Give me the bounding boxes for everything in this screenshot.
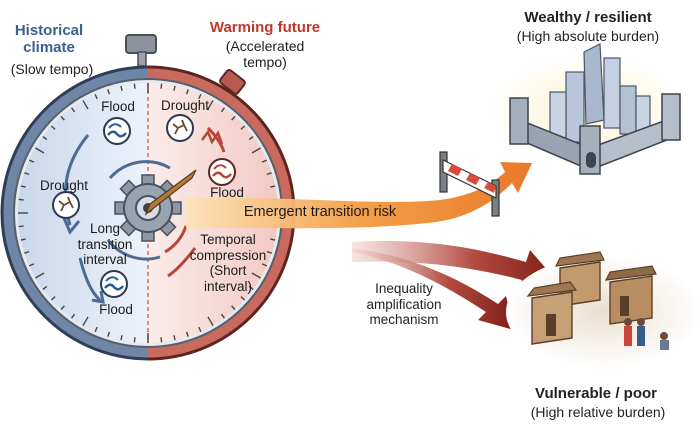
dial-tick: [160, 83, 163, 89]
dial-tick: [71, 107, 76, 113]
mud-houses-icon: [526, 251, 669, 350]
dial-drought-top-right: Drought: [160, 98, 210, 113]
future-title: Warming future: [209, 19, 321, 36]
dial-tick: [220, 107, 225, 113]
dial-flood-bottom-left: Flood: [99, 302, 133, 317]
dial-tick: [160, 337, 163, 343]
dial-tick: [35, 272, 45, 279]
dial-tick: [261, 159, 268, 163]
mechanism-line2: amplification: [366, 296, 442, 312]
dial-tick: [133, 337, 136, 343]
dial-tick: [198, 326, 202, 333]
dial-tick: [240, 296, 246, 301]
future-subtitle: (Accelerated tempo): [215, 38, 315, 70]
dial-tick: [42, 285, 48, 290]
dial-tick: [18, 225, 24, 228]
dial-tick: [50, 296, 56, 301]
inequality-arrow: [352, 240, 556, 330]
cracked-earth-icon: [166, 114, 194, 142]
dial-tick: [173, 85, 176, 91]
dial-tick: [35, 147, 45, 154]
dial-tick: [120, 85, 123, 91]
barrier-icon: [439, 151, 500, 217]
dial-tick: [251, 147, 261, 154]
dial-tick: [185, 89, 189, 95]
long-interval-line3: interval: [83, 252, 127, 268]
dial-tick: [231, 305, 236, 311]
inequality-mechanism-label: Inequality amplification mechanism: [354, 281, 454, 328]
dial-tick: [185, 331, 189, 337]
dial-tick: [50, 125, 56, 130]
historical-title-line1: Historical: [14, 22, 84, 39]
dial-tick: [173, 335, 176, 341]
dial-tick: [82, 316, 89, 326]
mechanism-line3: mechanism: [369, 312, 439, 328]
dial-tick: [20, 238, 26, 241]
transition-risk-arrow: [186, 162, 532, 229]
dial-tick: [231, 115, 236, 121]
dial-tick: [251, 272, 261, 279]
dial-drought-left: Drought: [39, 178, 89, 193]
dial-tick: [248, 136, 254, 141]
dial-tick: [270, 238, 276, 241]
dial-tick: [42, 136, 48, 141]
historical-subtitle: (Slow tempo): [10, 61, 94, 77]
future-subtitle-line1: (Accelerated: [225, 38, 305, 54]
dial-tick: [198, 93, 202, 100]
compression-line3: (Short: [209, 263, 247, 279]
dial-tick: [248, 285, 254, 290]
dial-tick: [60, 115, 65, 121]
cracked-earth-icon: [52, 191, 80, 219]
dial-tick: [82, 100, 89, 110]
dial-tick: [28, 263, 35, 267]
dial-tick: [71, 313, 76, 319]
temporal-compression-label: Temporal compression (Short interval): [186, 232, 270, 294]
dial-tick: [120, 335, 123, 341]
dial-tick: [207, 100, 214, 110]
fortified-city-icon: [509, 43, 681, 175]
long-transition-interval-label: Long transition interval: [70, 221, 140, 268]
long-interval-line2: transition: [77, 236, 133, 252]
wave-icon: [208, 158, 236, 186]
dial-tick: [107, 89, 111, 95]
emergent-transition-risk-label: Emergent transition risk: [243, 204, 397, 220]
dial-tick: [60, 305, 65, 311]
dial-tick: [207, 316, 214, 326]
long-interval-line1: Long: [89, 221, 121, 236]
dial-tick: [261, 263, 268, 267]
wave-icon: [103, 117, 131, 145]
heat-zigzag-icon: [201, 129, 224, 145]
dial-tick: [94, 326, 98, 333]
future-subtitle-line2: tempo): [243, 54, 287, 71]
stopwatch-needle: [144, 169, 197, 216]
dial-tick: [266, 250, 272, 254]
compression-line1: Temporal: [200, 232, 256, 247]
dial-tick: [133, 83, 136, 89]
dial-tick: [94, 93, 98, 100]
dial-tick: [266, 172, 272, 176]
dial-tick: [24, 250, 30, 254]
compression-line4: interval): [203, 278, 252, 294]
vulnerable-subtitle: (High relative burden): [530, 404, 666, 420]
wave-icon: [100, 270, 128, 298]
dial-tick: [24, 172, 30, 176]
vulnerable-title: Vulnerable / poor: [535, 385, 657, 402]
wealthy-subtitle: (High absolute burden): [516, 28, 660, 44]
wealthy-title: Wealthy / resilient: [524, 9, 652, 26]
dial-tick: [20, 185, 26, 188]
dial-flood-top-left: Flood: [101, 99, 135, 114]
dial-flood-right: Flood: [210, 185, 244, 200]
dial-tick: [220, 313, 225, 319]
dial-tick: [240, 125, 246, 130]
mechanism-line1: Inequality: [375, 281, 433, 296]
dial-tick: [107, 331, 111, 337]
historical-title: Historical climate: [12, 22, 86, 57]
dial-tick: [270, 185, 276, 188]
compression-line2: compression: [189, 247, 267, 263]
historical-title-line2: climate: [23, 39, 75, 57]
dial-tick: [18, 198, 24, 201]
dial-tick: [28, 159, 35, 163]
